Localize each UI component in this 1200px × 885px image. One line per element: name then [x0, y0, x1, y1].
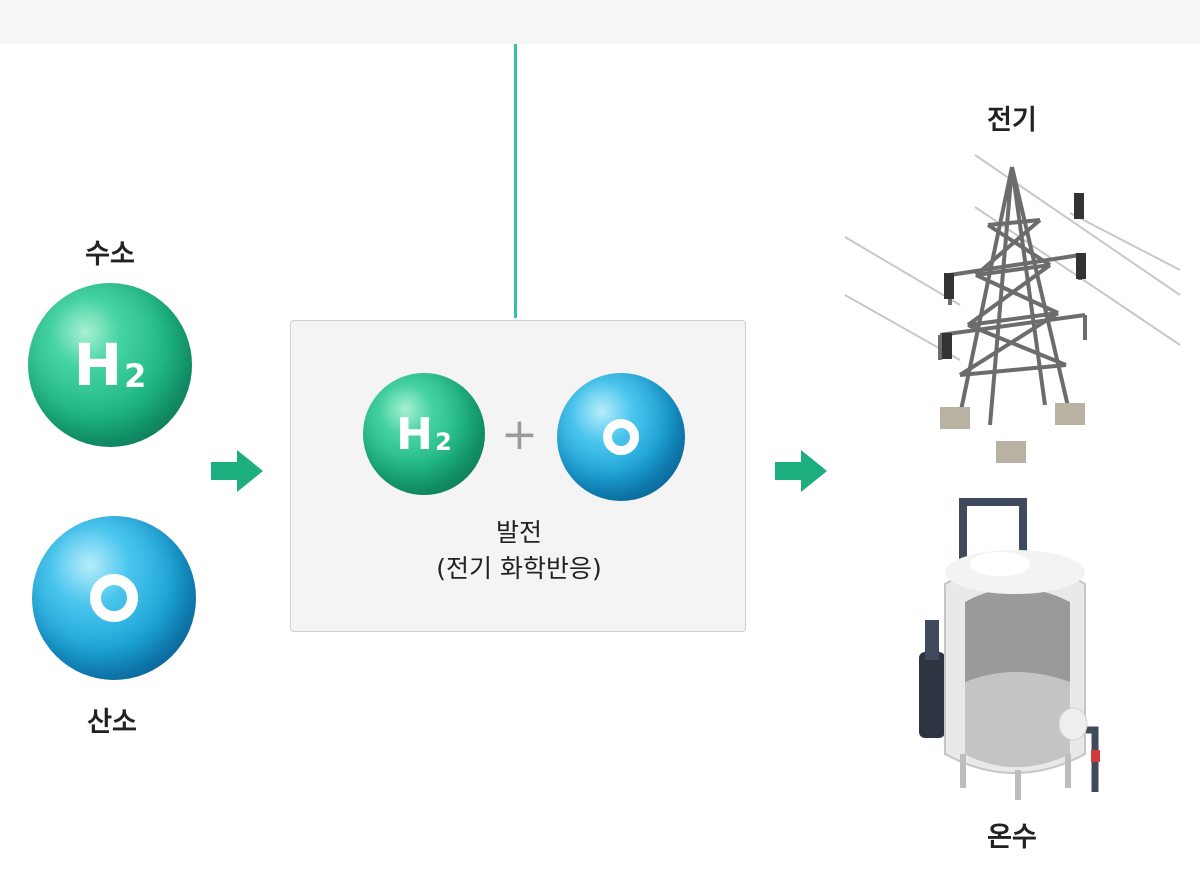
- reaction-subtitle: (전기 화학반응): [436, 554, 602, 583]
- hydrogen-symbol: H: [73, 331, 123, 399]
- output-arrow-icon: [775, 450, 827, 492]
- reaction-oxygen-ring-icon: [603, 419, 639, 455]
- electricity-label: 전기: [987, 105, 1037, 136]
- power-transmission-tower-icon: [844, 154, 1181, 463]
- reaction-hydrogen-subscript: 2: [434, 428, 452, 457]
- hot-water-label: 온수: [987, 822, 1037, 853]
- oxygen-label: 산소: [87, 707, 137, 738]
- oxygen-ring-icon: [90, 574, 138, 622]
- top-band: [0, 0, 1200, 44]
- connector-line: [514, 44, 517, 318]
- hydrogen-subscript: 2: [124, 357, 147, 396]
- plus-sign: +: [501, 409, 538, 460]
- oxygen-sphere-icon: [32, 516, 196, 680]
- hot-water-tank-icon: [919, 498, 1100, 800]
- input-arrow-icon: [211, 450, 263, 492]
- reaction-title: 발전: [495, 518, 542, 547]
- reaction-oxygen-sphere-icon: [557, 373, 685, 501]
- hydrogen-label: 수소: [85, 239, 135, 270]
- reaction-hydrogen-symbol: H: [396, 408, 433, 460]
